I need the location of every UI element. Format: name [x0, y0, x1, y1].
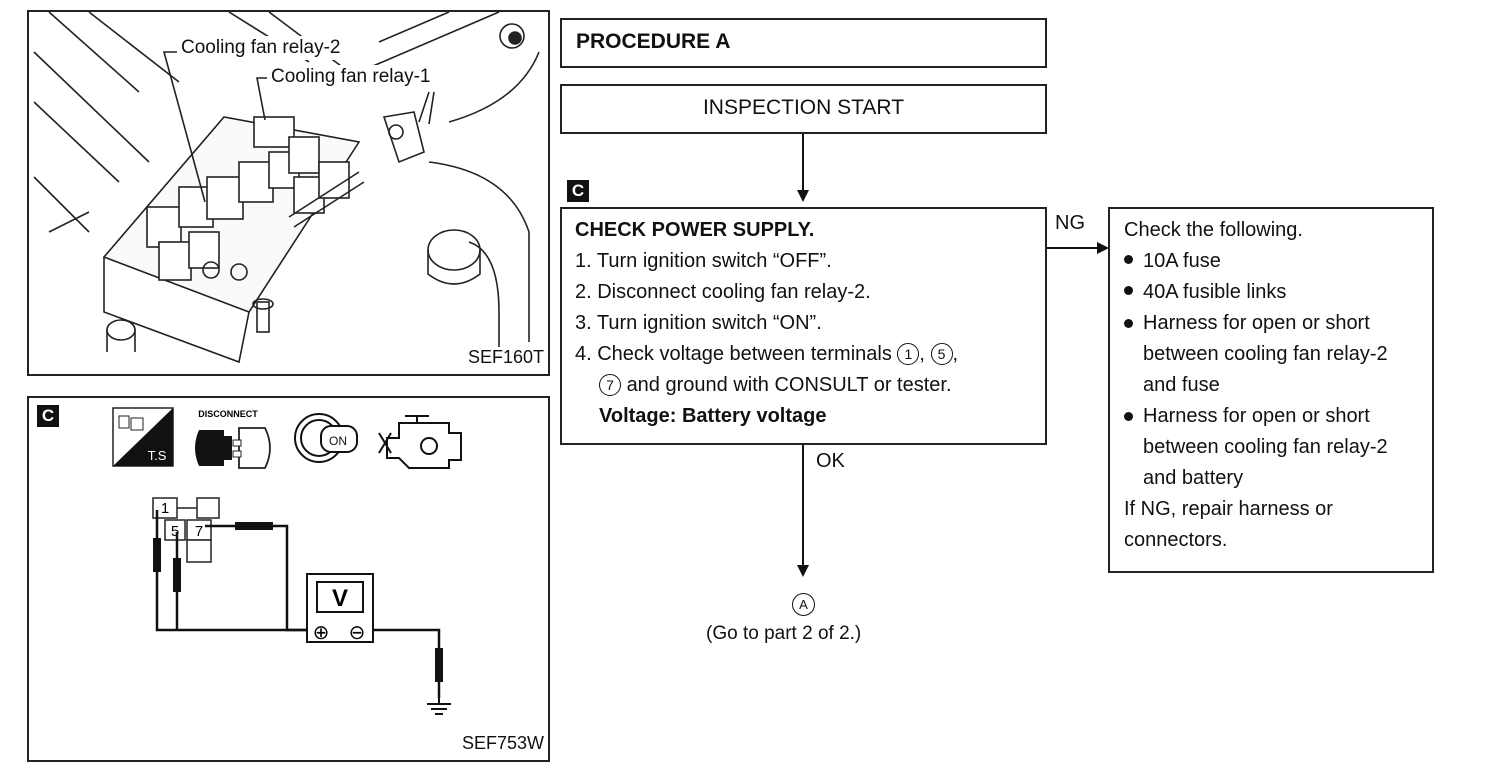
- check-power-supply-box: CHECK POWER SUPPLY. 1. Turn ignition swi…: [560, 207, 1047, 445]
- cooling-fan-relay-1-label: Cooling fan relay-1: [269, 65, 433, 89]
- step-2: 2. Disconnect cooling fan relay-2.: [575, 281, 871, 303]
- ng-footer: If NG, repair harness or connectors.: [1124, 498, 1333, 551]
- wiring-figure-code: SEF753W: [461, 733, 544, 753]
- wiring-illustration: T.S DISCONNECT ON: [112, 407, 462, 715]
- terminal-7-label: 7: [195, 523, 203, 540]
- cooling-fan-relay-2-label: Cooling fan relay-2: [179, 36, 343, 60]
- terminal-7-marker: 7: [599, 374, 621, 396]
- inspection-start-label: INSPECTION START: [702, 96, 905, 119]
- ng-item-harness-fuse: Harness for open or short between coolin…: [1124, 308, 1424, 401]
- procedure-title: PROCEDURE A: [576, 30, 731, 53]
- procedure-title-box: PROCEDURE A: [560, 18, 1047, 68]
- step-4-separator-1: ,: [919, 343, 925, 365]
- terminal-1-label: 1: [161, 500, 169, 517]
- ng-check-box: Check the following. 10A fuse 40A fusibl…: [1108, 207, 1434, 573]
- goto-part-2-text: (Go to part 2 of 2.): [706, 623, 862, 644]
- ignition-on-icon: ON: [294, 413, 358, 463]
- step-4-prefix: 4. Check voltage between terminals: [575, 343, 892, 365]
- ng-label: NG: [1055, 212, 1085, 234]
- disconnect-label: DISCONNECT: [198, 409, 258, 419]
- ng-item-harness-fuse-text: Harness for open or short between coolin…: [1143, 312, 1388, 396]
- check-power-supply-title: CHECK POWER SUPPLY.: [575, 219, 815, 241]
- step-4-continuation: 7 and ground with CONSULT or tester.: [575, 370, 1039, 401]
- on-label: ON: [329, 434, 347, 448]
- meter-minus-terminal: ⊖: [349, 622, 366, 644]
- meter-plus-terminal: ⊕: [313, 622, 330, 644]
- ng-item-40a-links: 40A fusible links: [1124, 277, 1424, 308]
- ok-label: OK: [816, 450, 845, 472]
- step-c-badge-icon: C: [567, 180, 589, 202]
- terminal-1-marker: 1: [897, 343, 920, 365]
- voltage-spec: Voltage: Battery voltage: [599, 405, 827, 427]
- ground-icon: [427, 698, 451, 715]
- engine-bay-photo-panel: Cooling fan relay-2 Cooling fan relay-1 …: [27, 10, 550, 376]
- wiring-diagram-panel: C T.S DISCONNECT ON: [27, 396, 550, 762]
- step-4-separator-2: ,: [952, 343, 959, 365]
- c-badge-icon: C: [37, 405, 59, 427]
- step-4-suffix: and ground with CONSULT or tester.: [626, 374, 952, 396]
- ng-heading: Check the following.: [1124, 219, 1303, 241]
- ts-label: T.S: [148, 448, 167, 463]
- engine-bay-illustration: [33, 12, 540, 364]
- step-3: 3. Turn ignition switch “ON”.: [575, 312, 822, 334]
- step-1: 1. Turn ignition switch “OFF”.: [575, 250, 832, 272]
- meter-v-label: V: [332, 585, 348, 612]
- terminal-5-marker: 5: [930, 343, 953, 365]
- photo-figure-code: SEF160T: [467, 347, 544, 368]
- terminal-5-label: 5: [171, 523, 179, 540]
- ng-item-10a-fuse: 10A fuse: [1124, 246, 1424, 277]
- ng-item-harness-battery-text: Harness for open or short between coolin…: [1143, 405, 1388, 489]
- step-4: 4. Check voltage between terminals 1, 5,: [575, 339, 1039, 370]
- ts-icon: T.S: [112, 407, 174, 467]
- inspection-start-box: INSPECTION START: [560, 84, 1047, 134]
- disconnect-icon: DISCONNECT: [195, 409, 271, 469]
- connector-a-symbol: A: [792, 593, 815, 616]
- ng-item-harness-battery: Harness for open or short between coolin…: [1124, 401, 1424, 494]
- engine-icon: [378, 415, 462, 469]
